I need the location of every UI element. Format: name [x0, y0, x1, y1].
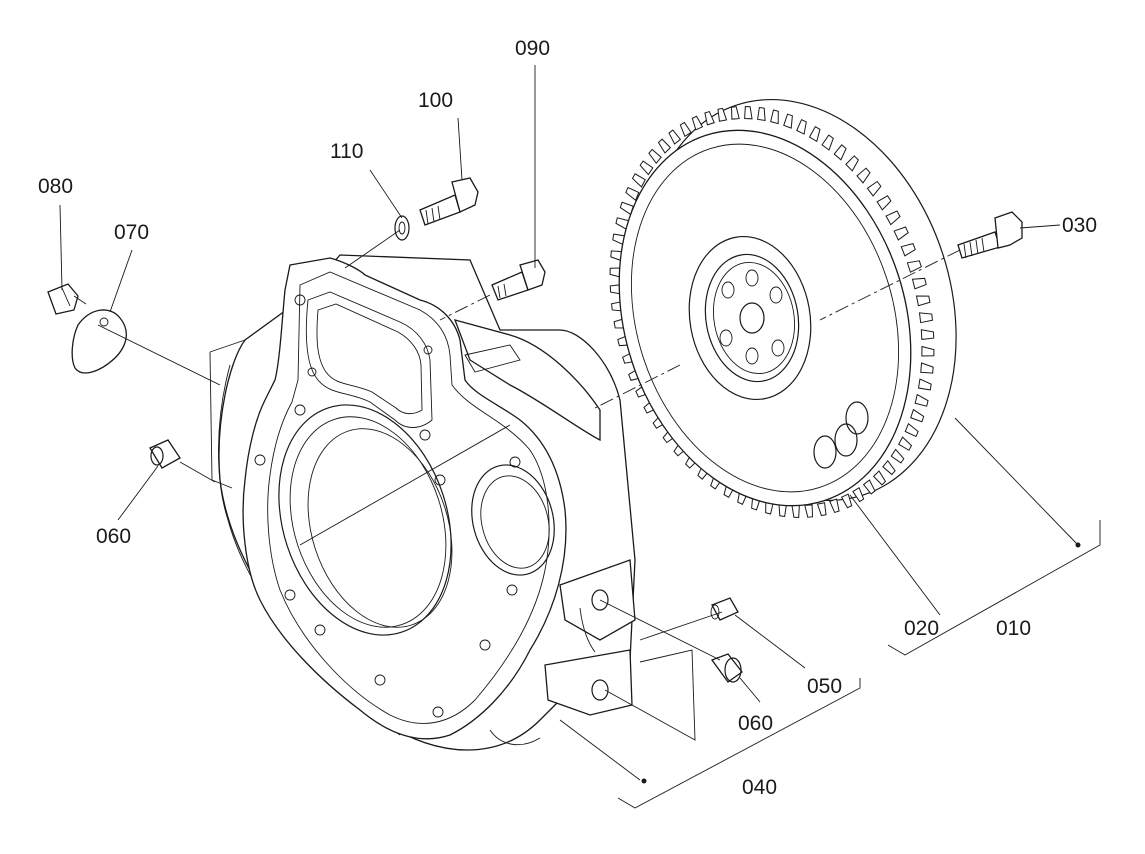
gear-tooth: [791, 504, 800, 518]
fitting-080: [47, 283, 87, 315]
gear-tooth: [914, 393, 929, 407]
bolt-030: [957, 211, 1023, 259]
gear-tooth: [744, 106, 753, 120]
gear-tooth: [657, 138, 672, 154]
gear-tooth: [757, 106, 766, 122]
gear-tooth: [704, 110, 715, 126]
assembly-lines: [97, 229, 961, 741]
gear-tooth: [900, 243, 916, 257]
gear-tooth: [890, 448, 905, 464]
gear-tooth: [911, 277, 927, 290]
gear-tooth: [920, 362, 934, 374]
gear-tooth: [904, 422, 919, 438]
gear-tooth: [920, 329, 935, 340]
gear-tooth: [915, 295, 931, 307]
gear-tooth: [717, 107, 728, 122]
gear-tooth: [872, 470, 887, 486]
gear-tooth: [833, 144, 847, 161]
washer-110: [394, 215, 410, 241]
gear-tooth: [893, 226, 909, 241]
part-label-090: 090: [515, 37, 551, 60]
flywheel-ring-gear: [609, 98, 957, 518]
gear-tooth: [625, 186, 640, 202]
gear-tooth: [730, 106, 740, 120]
gear-tooth: [796, 118, 807, 135]
flywheel-housing: [209, 254, 636, 751]
part-label-050: 050: [807, 675, 843, 698]
gear-tooth: [898, 436, 913, 451]
pin-050: [710, 597, 739, 621]
gear-tooth: [679, 121, 692, 137]
gear-tooth: [631, 173, 646, 188]
gear-tooth: [852, 487, 865, 503]
gear-tooth: [829, 498, 840, 514]
gear-tooth: [816, 502, 827, 517]
gear-tooth: [917, 378, 932, 391]
gear-tooth: [845, 155, 860, 172]
gear-tooth: [808, 125, 821, 143]
gear-tooth: [866, 180, 882, 197]
part-label-080: 080: [38, 175, 74, 198]
gear-tooth: [770, 109, 779, 125]
gear-tooth: [856, 167, 871, 184]
part-label-110: 110: [330, 140, 364, 163]
part-label-060-left: 060: [96, 525, 132, 548]
gear-tooth: [906, 260, 922, 273]
gear-tooth: [882, 460, 896, 476]
gear-tooth: [910, 408, 925, 423]
plug-090: [491, 259, 546, 301]
bolt-100: [419, 177, 479, 226]
leader-lines: [59, 65, 1101, 809]
gear-tooth: [783, 113, 793, 129]
cover-070: [71, 309, 127, 374]
gear-tooth: [840, 493, 853, 509]
part-label-070: 070: [114, 221, 150, 244]
gear-tooth: [648, 148, 662, 164]
part-label-010: 010: [996, 617, 1032, 640]
gear-tooth: [862, 479, 876, 495]
gear-tooth: [921, 345, 935, 357]
part-label-060-right: 060: [738, 712, 774, 735]
part-label-030: 030: [1062, 214, 1098, 237]
plug-060-left: [149, 439, 181, 469]
part-label-100: 100: [418, 89, 454, 112]
gear-tooth: [876, 195, 892, 211]
part-label-020: 020: [904, 617, 940, 640]
gear-tooth: [668, 129, 682, 145]
gear-tooth: [691, 115, 704, 131]
part-label-040: 040: [742, 776, 778, 799]
gear-tooth: [804, 504, 814, 518]
gear-tooth: [639, 160, 654, 176]
gear-tooth: [821, 134, 834, 151]
plug-060-right: [710, 653, 743, 683]
gear-tooth: [918, 312, 934, 324]
gear-tooth: [885, 210, 901, 226]
